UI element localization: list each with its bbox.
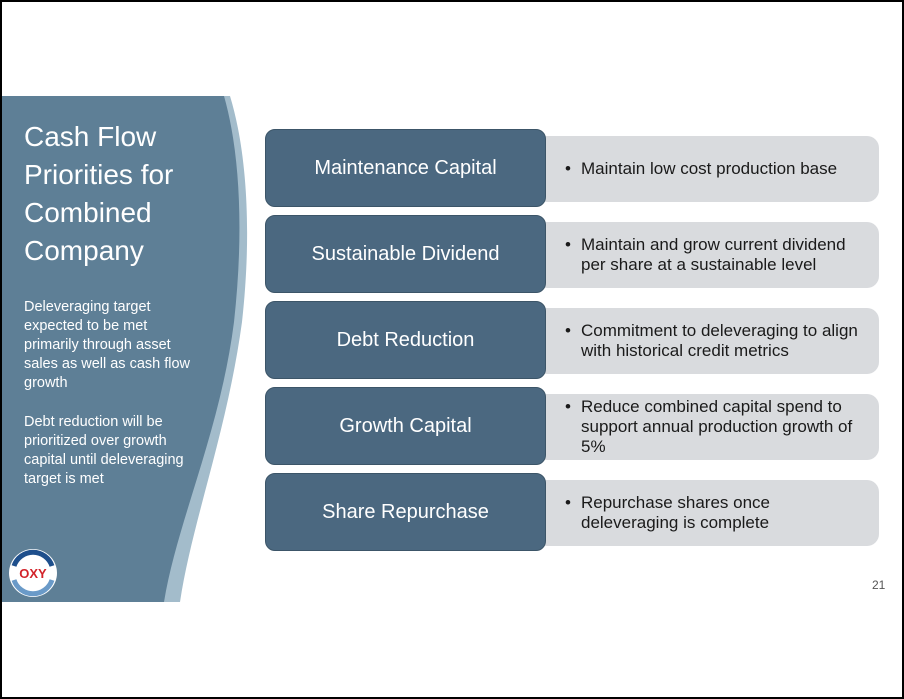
priority-label: Sustainable Dividend bbox=[265, 215, 546, 293]
bullet-icon: • bbox=[565, 235, 571, 254]
deleveraging-note: Deleveraging target expected to be met p… bbox=[24, 299, 191, 391]
oxy-logo-icon: OXY bbox=[9, 549, 57, 597]
priority-detail-text: Repurchase shares once deleveraging is c… bbox=[581, 493, 771, 532]
priority-row: Share Repurchase • Repurchase shares once… bbox=[265, 473, 879, 553]
bullet-icon: • bbox=[565, 321, 571, 340]
priority-label: Maintenance Capital bbox=[265, 129, 546, 207]
priority-row: Growth Capital • Reduce combined capital … bbox=[265, 387, 879, 467]
priority-label: Growth Capital bbox=[265, 387, 546, 465]
priority-detail-box bbox=[535, 308, 879, 374]
priority-detail: • Reduce combined capital spend to suppor… bbox=[565, 387, 865, 467]
priority-detail-text: Maintain low cost production base bbox=[581, 159, 838, 178]
priority-detail-box bbox=[535, 394, 879, 460]
priority-detail-box bbox=[535, 222, 879, 288]
bullet-icon: • bbox=[565, 397, 571, 416]
debt-reduction-note: Debt reduction will be prioritized over … bbox=[24, 414, 184, 487]
page-number: 21 bbox=[872, 578, 886, 592]
priority-detail-text: Commitment to deleveraging to align with… bbox=[581, 321, 858, 360]
priority-row: Maintenance Capital • Maintain low cost p… bbox=[265, 129, 879, 209]
priority-detail-text: Reduce combined capital spend to support… bbox=[581, 397, 853, 456]
title-line: Priorities for bbox=[24, 159, 174, 190]
priority-detail-box bbox=[535, 136, 879, 202]
bullet-icon: • bbox=[565, 159, 571, 178]
bullet-icon: • bbox=[565, 493, 571, 512]
logo-text: OXY bbox=[19, 566, 47, 581]
priority-detail-text: Maintain and grow current dividend per s… bbox=[581, 235, 846, 274]
priority-label: Share Repurchase bbox=[265, 473, 546, 551]
priority-detail: • Repurchase shares once deleveraging is … bbox=[565, 473, 865, 553]
side-panel-shape bbox=[2, 96, 248, 602]
priority-label: Debt Reduction bbox=[265, 301, 546, 379]
priority-row: Sustainable Dividend • Maintain and grow … bbox=[265, 215, 879, 295]
priority-row: Debt Reduction • Commitment to deleveragi… bbox=[265, 301, 879, 381]
title-line: Cash Flow bbox=[24, 121, 157, 152]
title-line: Company bbox=[24, 235, 144, 266]
priority-detail: • Maintain low cost production base bbox=[565, 129, 865, 209]
slide-title: Cash Flow Priorities for Combined Compan… bbox=[24, 118, 224, 270]
priority-detail-box bbox=[535, 480, 879, 546]
priority-detail: • Commitment to deleveraging to align wit… bbox=[565, 301, 865, 381]
priority-detail: • Maintain and grow current dividend per … bbox=[565, 215, 865, 295]
title-line: Combined bbox=[24, 197, 152, 228]
